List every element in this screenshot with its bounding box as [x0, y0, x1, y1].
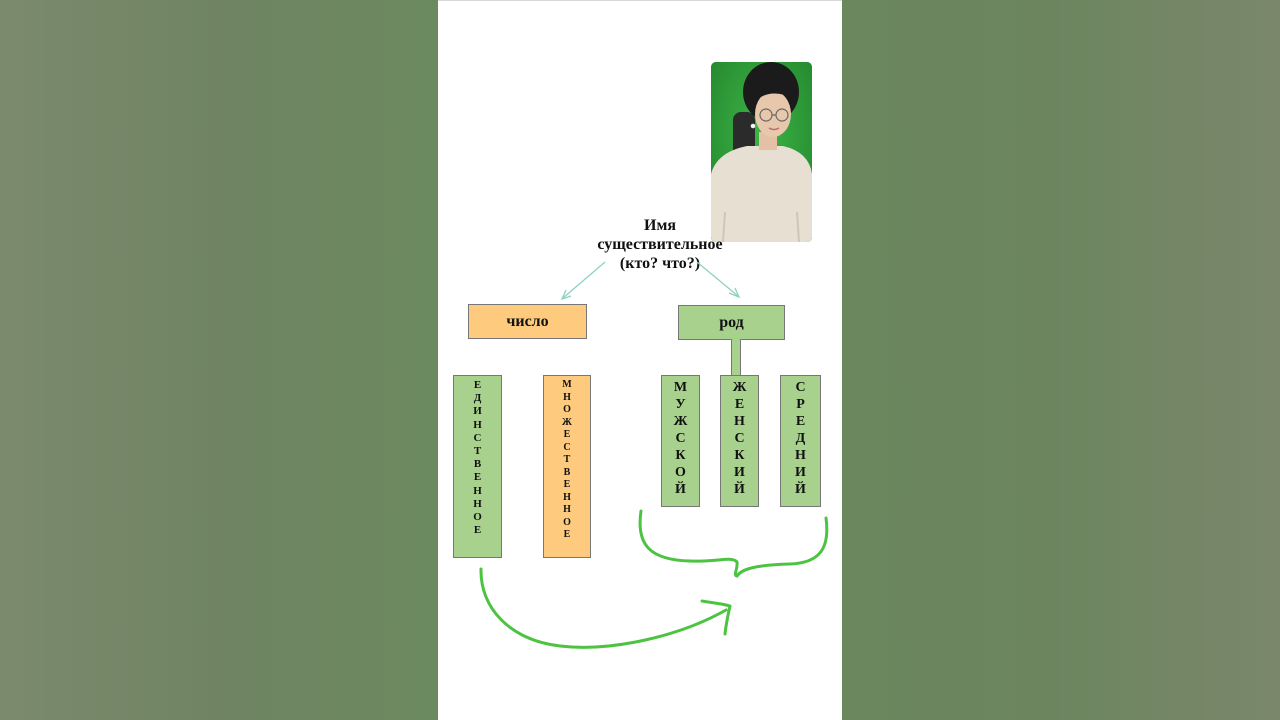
vertical-letter: Н: [563, 504, 571, 515]
gender-label: род: [719, 313, 744, 331]
number-box: число: [468, 304, 587, 339]
vertical-letter: Д: [795, 431, 806, 446]
hand-drawn-arrowhead: [700, 599, 732, 636]
number-label: число: [506, 312, 549, 330]
vertical-letter: К: [675, 448, 686, 463]
vertical-letter: Ж: [673, 414, 688, 429]
vertical-letter: Е: [563, 479, 571, 490]
vertical-letter: М: [562, 379, 572, 390]
vertical-letter: С: [734, 431, 745, 446]
vertical-letter: Й: [734, 482, 745, 497]
arrow-to-number: [560, 261, 606, 301]
vertical-letter: Е: [795, 414, 806, 429]
vertical-letter: Н: [563, 391, 571, 403]
vertical-letter: Ж: [562, 416, 572, 428]
vertical-letter: Й: [795, 482, 806, 497]
vertical-letter: Т: [563, 454, 571, 465]
arrow-to-gender: [696, 261, 741, 299]
vertical-letter: О: [563, 404, 571, 415]
vertical-letter: Н: [473, 418, 482, 431]
vertical-letter: В: [563, 466, 571, 478]
title-line-3: (кто? что?): [619, 255, 701, 272]
vertical-letter: Е: [563, 429, 571, 440]
vertical-letter: И: [473, 405, 482, 418]
vertical-letter: Ж: [732, 380, 747, 395]
vertical-letter: Е: [734, 397, 745, 412]
title-line-1: Имя: [644, 217, 676, 234]
vertical-letter: Н: [563, 491, 571, 503]
hand-drawn-brace: [638, 509, 829, 578]
vertical-letter: С: [675, 431, 686, 446]
vertical-letter: Н: [473, 497, 482, 510]
vertical-letter: О: [473, 511, 482, 524]
vertical-letter: Н: [473, 484, 482, 497]
vertical-letter: Р: [796, 397, 805, 412]
vertical-letter: Е: [473, 379, 482, 391]
vertical-letter: Д: [473, 392, 482, 405]
vertical-letter: В: [473, 458, 482, 471]
vertical-letter: С: [795, 380, 806, 395]
vertical-letter: Й: [675, 482, 686, 497]
vertical-letter: О: [563, 516, 571, 528]
title-line-2: существительное: [597, 236, 723, 253]
vertical-letter: Е: [473, 471, 482, 484]
vertical-letter: И: [734, 465, 745, 480]
vertical-letter: И: [795, 465, 806, 480]
vertical-letter: Е: [563, 529, 571, 540]
vertical-letter: Н: [795, 448, 806, 463]
vertical-letter: Н: [734, 414, 745, 429]
diagram-title: Имя существительное (кто? что?): [560, 216, 760, 273]
gender-connector: [731, 339, 741, 376]
vertical-letter: С: [473, 431, 482, 444]
vertical-letter: М: [673, 380, 688, 395]
webcam-overlay: [711, 62, 812, 242]
vertical-letter: С: [563, 441, 571, 453]
gender-box: род: [678, 305, 785, 340]
vertical-letter: У: [675, 397, 686, 412]
vertical-letter: О: [675, 465, 686, 480]
hand-drawn-curve-arrow: [479, 567, 728, 649]
vertical-letter: Т: [473, 445, 482, 458]
presenter-image: [711, 62, 812, 242]
vertical-letter: Е: [473, 524, 482, 537]
vertical-letter: К: [734, 448, 745, 463]
